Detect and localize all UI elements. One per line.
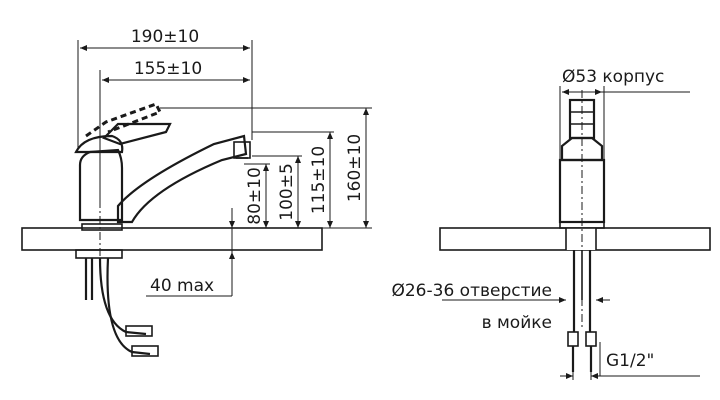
dim-155-label: 155±10 [134,59,202,79]
dim-40max-label: 40 max [150,276,214,296]
supply-rod [84,258,94,300]
countertop-side [21,227,323,251]
mount-nut [75,249,123,259]
dim-160-label: 160±10 [345,134,365,202]
front-fitting-right [585,331,597,347]
dim-190-label: 190±10 [131,27,199,47]
lever-raised-dashed [85,102,163,138]
front-view: Ø53 корпус Ø26-36 отверстие в мойке G1/2… [391,67,711,380]
hose-fitting-2 [131,345,159,357]
dim-thread-label: G1/2" [606,351,654,371]
dim-hole-location-label: в мойке [482,313,552,333]
dim-d53-label: Ø53 корпус [562,67,664,87]
lever-handle [102,122,172,146]
lever-cap [74,134,124,154]
faucet-body [78,148,124,222]
side-view: 190±10 155±10 80±10 100±5 115±10 160±10 … [21,27,372,357]
faucet-base [81,223,123,231]
hose-fitting-1 [125,325,153,337]
dim-115-label: 115±10 [309,146,329,214]
front-fitting-left [567,331,579,347]
hose-2 [106,257,151,356]
dim-80-label: 80±10 [245,167,265,225]
hose-1 [98,257,147,336]
spout [116,134,248,224]
dim-100-label: 100±5 [277,163,297,221]
dim-hole-label: Ø26-36 отверстие [391,281,552,301]
